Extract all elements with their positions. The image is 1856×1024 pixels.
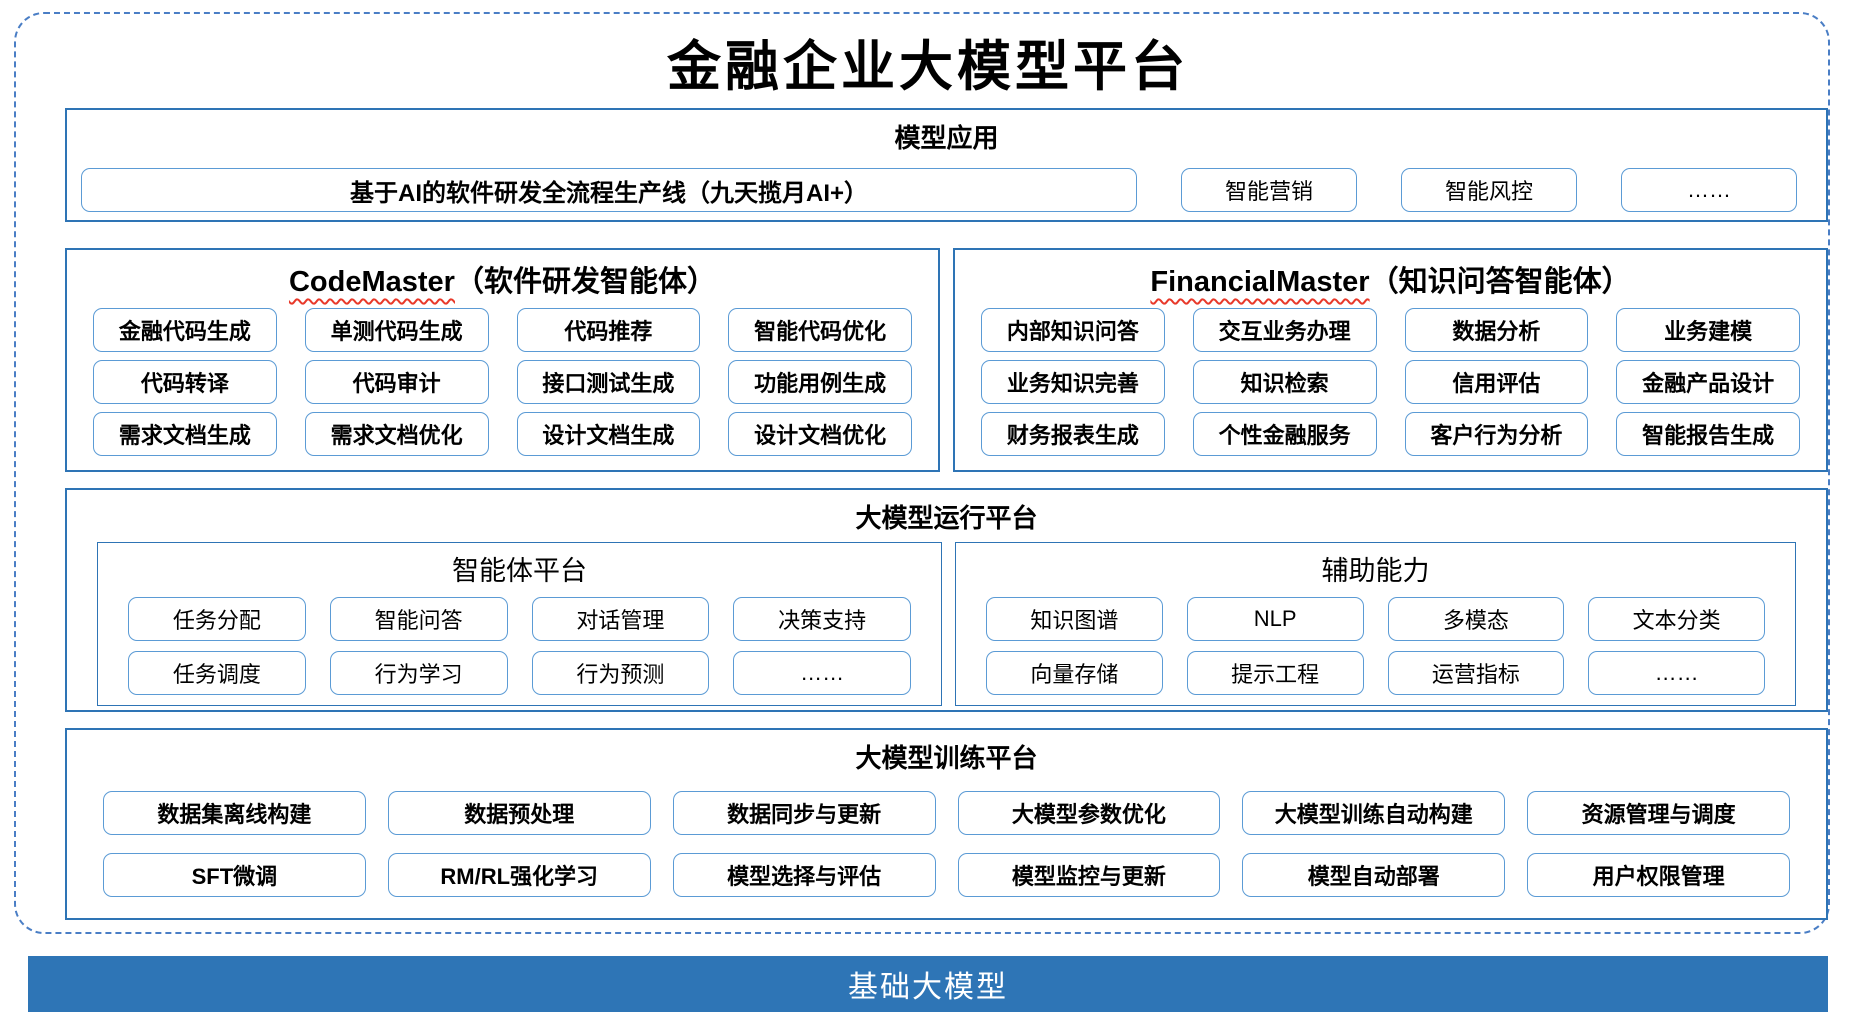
auxiliary-capability-item: NLP: [1186, 597, 1364, 641]
training-platform-item: 数据集离线构建: [103, 791, 366, 835]
training-platform-item: 数据同步与更新: [672, 791, 936, 835]
agent-platform-box: 智能体平台 任务分配智能问答对话管理决策支持任务调度行为学习行为预测 ……: [97, 542, 942, 706]
training-platform-title: 大模型训练平台: [855, 743, 1038, 773]
training-platform-item: SFT微调: [103, 853, 366, 897]
codemaster-item: 代码推荐: [516, 308, 701, 352]
training-platform-item: 数据预处理: [387, 791, 651, 835]
training-platform-item: 模型自动部署: [1242, 853, 1506, 897]
training-platform-item: 模型监控与更新: [957, 853, 1221, 897]
codemaster-title-en: CodeMaster: [288, 266, 455, 298]
training-platform-item: 大模型训练自动构建: [1242, 791, 1506, 835]
auxiliary-capability-item: 提示工程: [1186, 651, 1364, 695]
outer-dashed-frame: [14, 12, 1830, 934]
financialmaster-item: 信用评估: [1404, 360, 1589, 404]
financialmaster-item: 数据分析: [1404, 308, 1589, 352]
codemaster-title: CodeMaster（软件研发智能体）: [67, 258, 938, 300]
agent-platform-item: 行为预测: [531, 651, 710, 695]
codemaster-items-grid: 金融代码生成单测代码生成代码推荐智能代码优化代码转译代码审计接口测试生成功能用例…: [67, 300, 938, 456]
app-item: 智能营销: [1181, 168, 1357, 212]
financialmaster-item: 业务知识完善: [981, 360, 1165, 404]
agent-platform-item: 任务调度: [128, 651, 306, 695]
codemaster-item: 代码审计: [304, 360, 489, 404]
section-financialmaster: FinancialMaster（知识问答智能体） 内部知识问答交互业务办理数据分…: [953, 248, 1828, 472]
auxiliary-capability-item: ……: [1588, 651, 1765, 695]
codemaster-item: 代码转译: [93, 360, 277, 404]
codemaster-item: 接口测试生成: [516, 360, 701, 404]
agent-platform-item: 任务分配: [128, 597, 306, 641]
codemaster-item: 单测代码生成: [304, 308, 489, 352]
financialmaster-item: 交互业务办理: [1192, 308, 1377, 352]
auxiliary-capability-item: 知识图谱: [986, 597, 1163, 641]
training-platform-item: RM/RL强化学习: [387, 853, 651, 897]
codemaster-item: 需求文档优化: [304, 412, 489, 456]
codemaster-item: 设计文档生成: [516, 412, 701, 456]
financialmaster-item: 智能报告生成: [1616, 412, 1800, 456]
agent-platform-item: 智能问答: [329, 597, 508, 641]
agent-platform-item: 决策支持: [733, 597, 911, 641]
section-codemaster: CodeMaster（软件研发智能体） 金融代码生成单测代码生成代码推荐智能代码…: [65, 248, 940, 472]
foundation-model-banner-label: 基础大模型: [848, 971, 1008, 1004]
agent-platform-items-grid: 任务分配智能问答对话管理决策支持任务调度行为学习行为预测 ……: [98, 588, 941, 695]
financialmaster-item: 个性金融服务: [1192, 412, 1377, 456]
codemaster-item: 金融代码生成: [93, 308, 277, 352]
foundation-model-banner: 基础大模型: [28, 956, 1828, 1012]
auxiliary-capability-item: 向量存储: [986, 651, 1163, 695]
financialmaster-items-grid: 内部知识问答交互业务办理数据分析业务建模业务知识完善知识检索信用评估金融产品设计…: [955, 300, 1826, 456]
auxiliary-capability-box: 辅助能力 知识图谱 NLP 多模态文本分类向量存储提示工程运营指标 ……: [955, 542, 1796, 706]
financialmaster-item: 财务报表生成: [981, 412, 1165, 456]
section-runtime-platform: 大模型运行平台 智能体平台 任务分配智能问答对话管理决策支持任务调度行为学习行为…: [65, 488, 1828, 712]
training-platform-items-grid: 数据集离线构建数据预处理数据同步与更新大模型参数优化大模型训练自动构建资源管理与…: [67, 775, 1826, 897]
codemaster-item: 功能用例生成: [728, 360, 912, 404]
financialmaster-title-en: FinancialMaster: [1150, 266, 1370, 298]
section-model-applications: 模型应用 基于AI的软件研发全流程生产线（九天揽月AI+） 智能营销 智能风控 …: [65, 108, 1828, 222]
financialmaster-item: 金融产品设计: [1616, 360, 1800, 404]
auxiliary-capability-item: 文本分类: [1588, 597, 1765, 641]
app-item: 智能风控: [1401, 168, 1577, 212]
app-item-main: 基于AI的软件研发全流程生产线（九天揽月AI+）: [81, 168, 1137, 212]
auxiliary-capability-items-grid: 知识图谱 NLP 多模态文本分类向量存储提示工程运营指标 ……: [956, 588, 1795, 695]
codemaster-item: 设计文档优化: [728, 412, 912, 456]
runtime-platform-title: 大模型运行平台: [855, 503, 1038, 533]
financialmaster-title-zh: （知识问答智能体）: [1369, 266, 1631, 298]
codemaster-item: 需求文档生成: [93, 412, 277, 456]
model-applications-row: 基于AI的软件研发全流程生产线（九天揽月AI+） 智能营销 智能风控 ……: [67, 168, 1826, 212]
financialmaster-item: 知识检索: [1192, 360, 1377, 404]
section-model-applications-title: 模型应用: [894, 123, 999, 153]
financialmaster-item: 内部知识问答: [981, 308, 1165, 352]
agent-platform-item: ……: [733, 651, 911, 695]
training-platform-item: 资源管理与调度: [1527, 791, 1790, 835]
agent-platform-item: 行为学习: [329, 651, 508, 695]
auxiliary-capability-item: 多模态: [1387, 597, 1565, 641]
agent-platform-title: 智能体平台: [452, 556, 587, 586]
agent-platform-item: 对话管理: [531, 597, 710, 641]
section-training-platform: 大模型训练平台 数据集离线构建数据预处理数据同步与更新大模型参数优化大模型训练自…: [65, 728, 1828, 920]
training-platform-item: 用户权限管理: [1527, 853, 1790, 897]
training-platform-item: 模型选择与评估: [672, 853, 936, 897]
financialmaster-item: 客户行为分析: [1404, 412, 1589, 456]
auxiliary-capability-title: 辅助能力: [1321, 556, 1430, 586]
auxiliary-capability-item: 运营指标: [1387, 651, 1565, 695]
codemaster-title-zh: （软件研发智能体）: [454, 266, 716, 298]
financialmaster-item: 业务建模: [1616, 308, 1800, 352]
codemaster-item: 智能代码优化: [728, 308, 912, 352]
app-item: ……: [1621, 168, 1797, 212]
financialmaster-title: FinancialMaster（知识问答智能体）: [955, 258, 1826, 300]
training-platform-item: 大模型参数优化: [957, 791, 1221, 835]
page-title: 金融企业大模型平台: [667, 34, 1189, 98]
